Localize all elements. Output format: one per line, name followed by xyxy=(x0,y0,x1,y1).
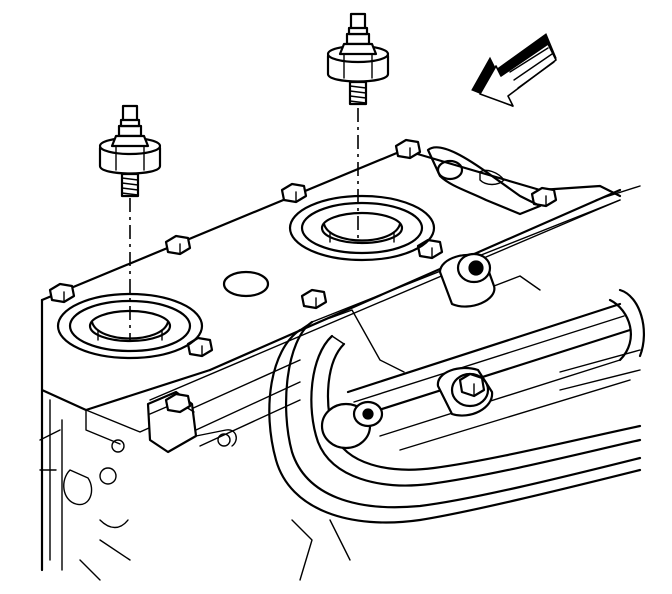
fuel-rail xyxy=(320,288,645,451)
deck-bolt xyxy=(280,182,308,204)
deck-bolt xyxy=(300,288,328,310)
knock-sensor xyxy=(326,12,390,106)
deck-bolt xyxy=(394,138,422,160)
deck-bolt xyxy=(416,238,444,260)
mounting-bracket xyxy=(146,381,301,454)
deck-bolt xyxy=(48,282,76,304)
oil-port xyxy=(222,270,270,298)
front-sensor-bore xyxy=(288,194,436,262)
direction-arrow xyxy=(471,33,557,108)
knock-sensor xyxy=(98,104,162,198)
intake-manifold-gasket xyxy=(268,199,642,581)
deck-bolt xyxy=(186,336,214,358)
engine-block xyxy=(39,138,622,581)
deck-bolt xyxy=(164,234,192,256)
